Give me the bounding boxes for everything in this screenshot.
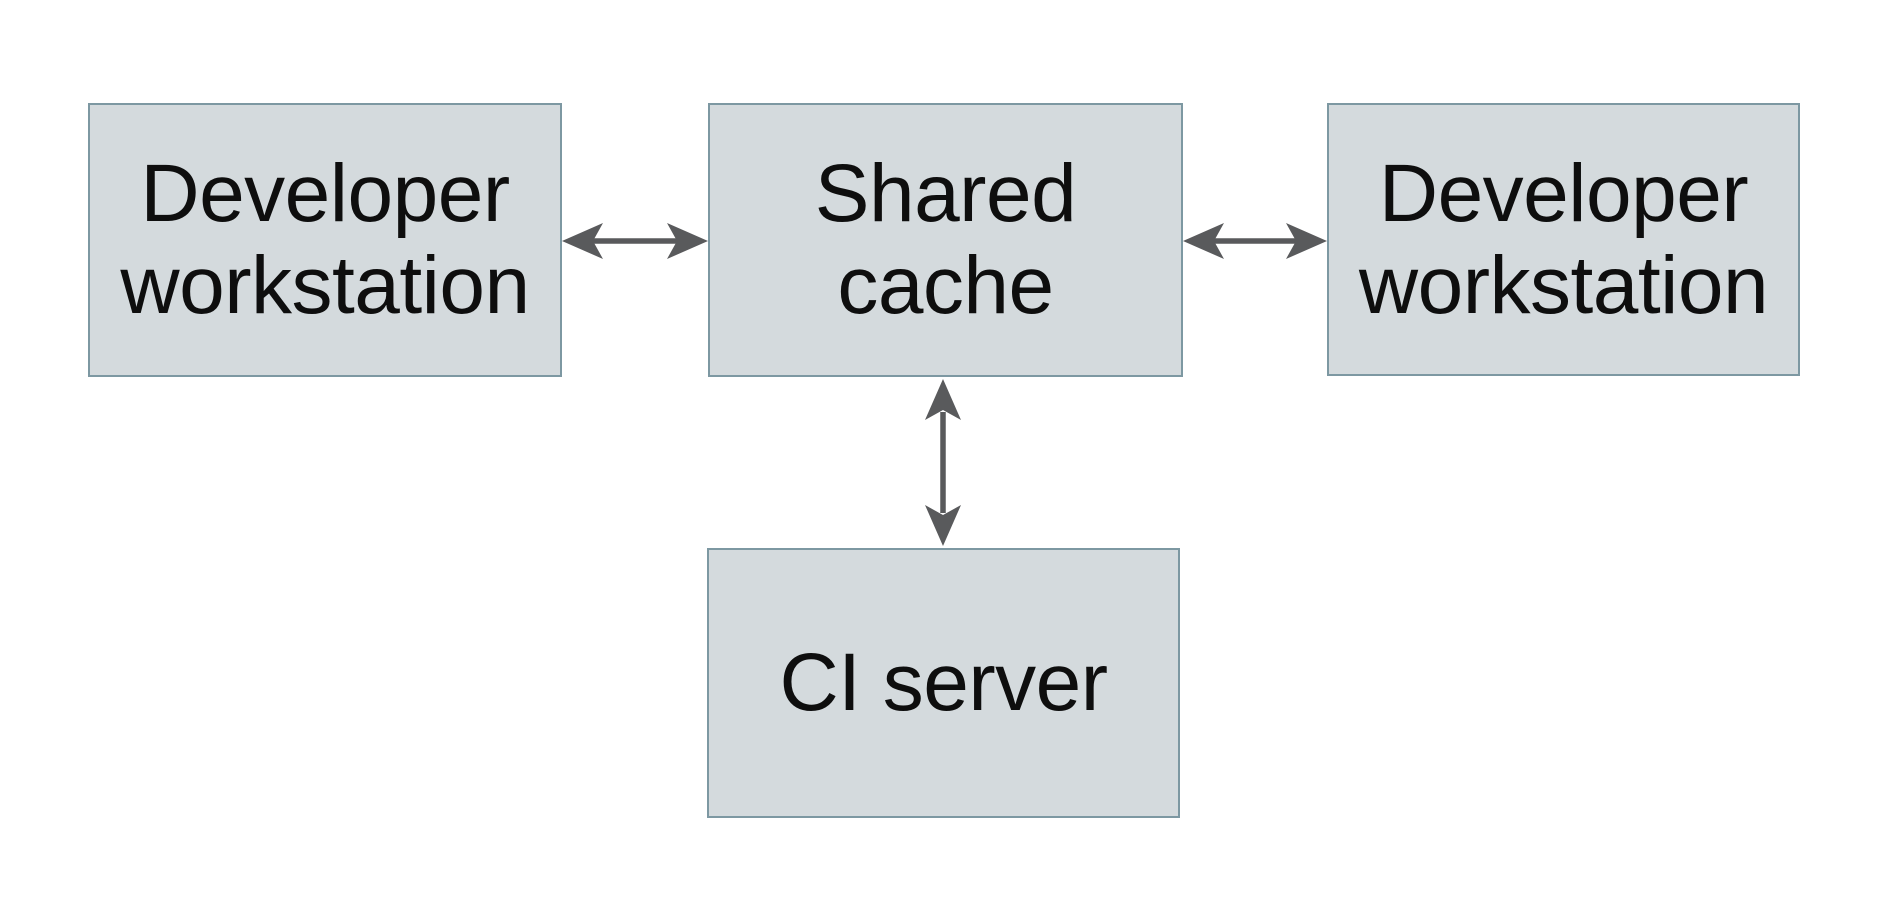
node-developer-workstation-left: Developer workstation [88, 103, 562, 377]
node-label: Developer workstation [120, 148, 530, 331]
arrowhead-down-icon [925, 505, 961, 546]
node-developer-workstation-right: Developer workstation [1327, 103, 1800, 376]
node-label: Developer workstation [1358, 147, 1769, 331]
arrowhead-left-icon [1183, 223, 1224, 259]
arrowhead-right-icon [667, 223, 708, 259]
arrowhead-left-icon [562, 223, 603, 259]
arrowhead-right-icon [1286, 223, 1327, 259]
arrow-devleft-cache [562, 223, 708, 259]
node-ci-server: CI server [707, 548, 1180, 818]
arrowhead-up-icon [925, 379, 961, 420]
arrow-cache-ciserver [925, 379, 961, 546]
arrow-cache-devright [1183, 223, 1327, 259]
node-shared-cache: Shared cache [708, 103, 1183, 377]
node-label: Shared cache [814, 148, 1077, 331]
node-label: CI server [779, 637, 1108, 729]
